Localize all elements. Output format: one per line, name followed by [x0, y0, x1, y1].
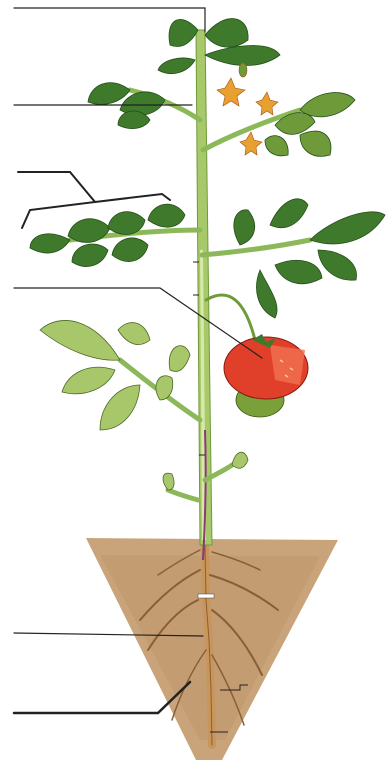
leaflet: [112, 238, 148, 262]
leaf-lower-left: [40, 320, 190, 430]
leaflet: [169, 346, 190, 372]
leaflet: [300, 131, 331, 156]
flower-icon: [240, 132, 262, 155]
branch: [168, 490, 198, 500]
leaflet: [265, 136, 288, 156]
leaflet: [270, 199, 308, 228]
leaflet: [300, 93, 355, 117]
flower-icon: [256, 92, 278, 115]
leaf-upper-right: [265, 93, 355, 157]
tomato-fruit: [224, 334, 308, 417]
leaflet: [62, 367, 115, 394]
leaflet: [318, 250, 357, 280]
leaflet: [88, 83, 130, 105]
leaf-upper-left: [88, 83, 165, 129]
leaflet: [120, 92, 165, 115]
leaf-middle-right: [234, 199, 385, 318]
leaflet: [275, 260, 322, 283]
flower-icon: [217, 78, 245, 106]
leaflet: [30, 234, 70, 253]
leaflet: [163, 473, 174, 490]
leaflet: [118, 323, 150, 345]
leaflet: [232, 452, 248, 468]
flower-bud: [239, 63, 247, 77]
leaflet: [158, 58, 195, 74]
leaflet: [100, 385, 140, 430]
leaflet: [205, 46, 280, 66]
leaflet: [234, 210, 255, 245]
branch: [202, 240, 310, 255]
top-shoot: [158, 19, 280, 74]
leaflet: [40, 320, 120, 360]
leaflet: [310, 212, 385, 244]
root-collar-marker: [198, 594, 214, 598]
leaflet: [68, 219, 110, 243]
leaflet: [169, 19, 198, 46]
leaflet: [256, 270, 277, 318]
fruit-stalk: [206, 295, 255, 340]
leaflet: [72, 244, 108, 266]
leaflet: [205, 19, 248, 48]
tomato-cut-section: [270, 345, 305, 385]
leaflet: [148, 204, 185, 227]
